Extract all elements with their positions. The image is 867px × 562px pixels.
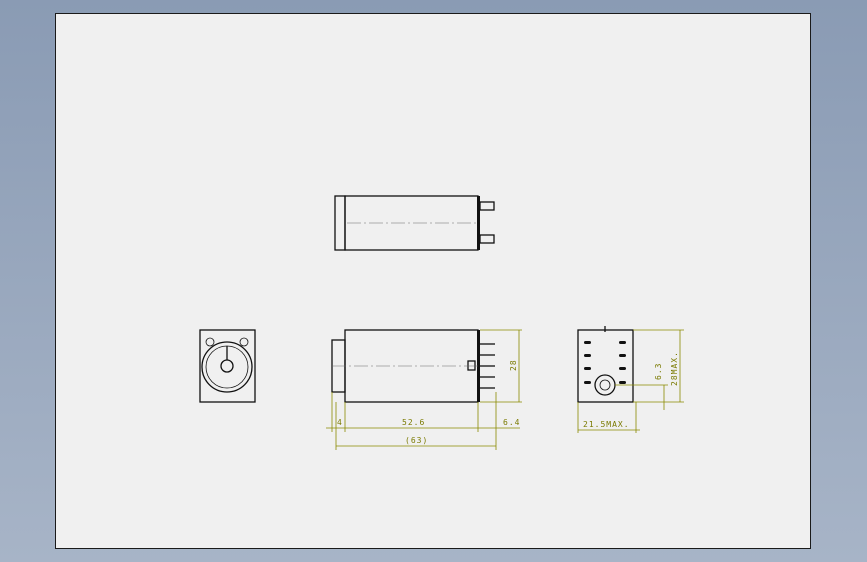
- base-view: 21.5MAX. 28MAX. 6.3: [577, 326, 684, 433]
- base-view-slot-5: [584, 367, 591, 370]
- top-view-pin-lower: [479, 234, 495, 244]
- knob-view-housing: [199, 329, 256, 403]
- knob-view-knob: [220, 359, 234, 373]
- top-view: [334, 195, 495, 251]
- dim-28-label: 28: [509, 359, 518, 371]
- dim-28max-label: 28MAX.: [670, 351, 679, 386]
- base-view-housing: [577, 329, 634, 403]
- drawing-sheet: [55, 13, 811, 549]
- top-view-base-plate: [477, 196, 480, 250]
- knob-view: [199, 329, 256, 403]
- base-view-slot-6: [619, 367, 626, 370]
- top-view-cap: [334, 195, 346, 251]
- base-view-slot-4: [619, 354, 626, 357]
- side-view: 4 52.6 6.4 (63) 28: [326, 329, 522, 450]
- dim-6-4-label: 6.4: [503, 418, 520, 427]
- side-view-latch: [467, 360, 476, 371]
- dim-52-6-label: 52.6: [402, 418, 425, 427]
- dim-4-label: 4: [337, 418, 343, 427]
- knob-view-screw-left: [205, 337, 215, 347]
- side-view-base-plate: [477, 330, 480, 402]
- base-view-key-inner: [599, 379, 611, 391]
- base-view-slot-2: [619, 341, 626, 344]
- base-view-slot-8: [619, 381, 626, 384]
- base-view-slot-3: [584, 354, 591, 357]
- base-view-slot-7: [584, 381, 591, 384]
- base-view-slot-1: [584, 341, 591, 344]
- dim-21-5max-label: 21.5MAX.: [583, 420, 630, 429]
- knob-view-dial-outer: [201, 341, 253, 393]
- base-view-key-outer: [594, 374, 616, 396]
- knob-view-screw-right: [239, 337, 249, 347]
- top-view-pin-upper: [479, 201, 495, 211]
- dim-63-label: (63): [405, 436, 428, 445]
- dim-6-3-label: 6.3: [654, 363, 663, 380]
